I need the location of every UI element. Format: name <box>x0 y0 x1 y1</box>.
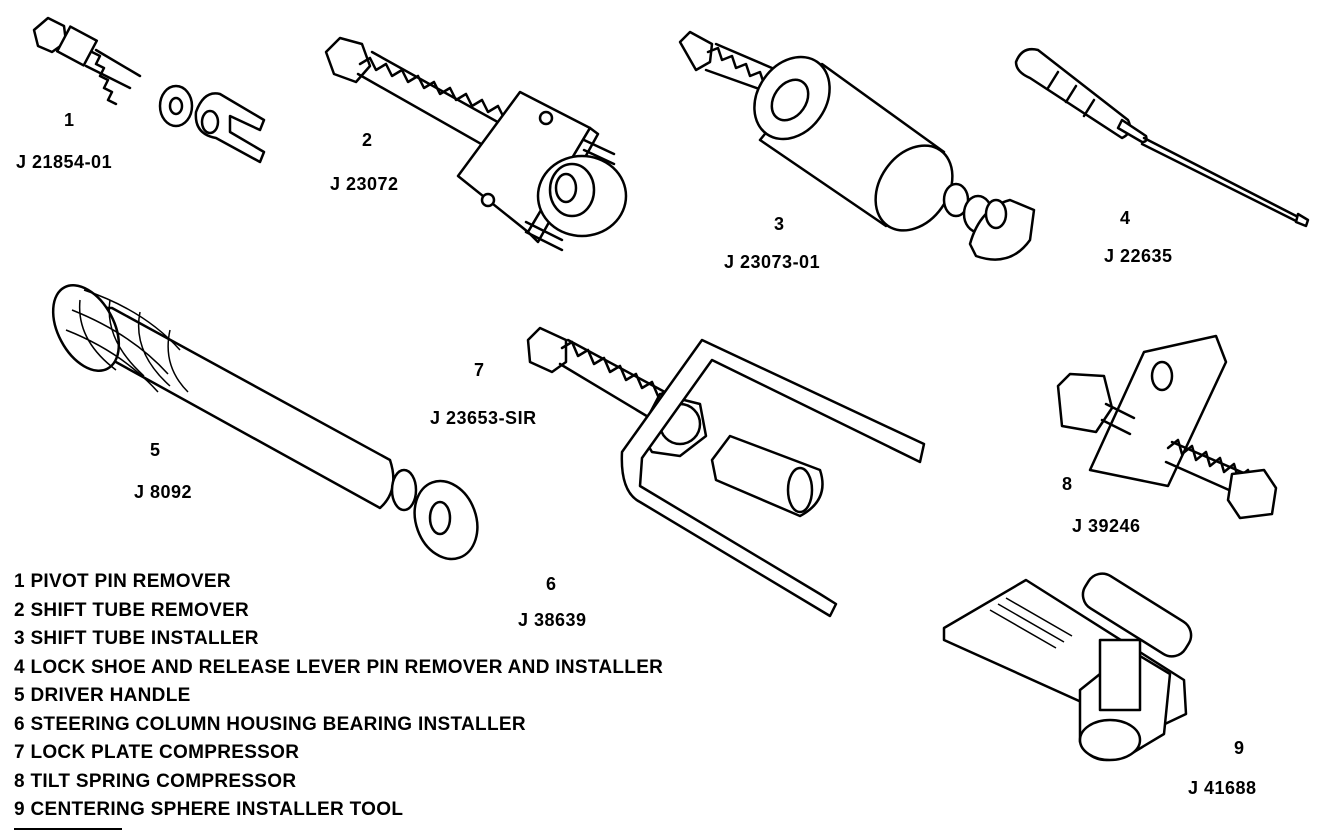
tool-3-illustration <box>678 30 1036 261</box>
tool-6-part-number: J 38639 <box>518 610 587 630</box>
tool-5-number: 5 <box>150 440 161 460</box>
legend-item: 7 LOCK PLATE COMPRESSOR <box>14 742 300 763</box>
tool-8-part-number: J 39246 <box>1072 516 1141 536</box>
tool-8-illustration <box>1056 334 1278 520</box>
tool-2-illustration <box>324 36 628 252</box>
tool-5-illustration <box>51 284 479 561</box>
legend-item: 8 TILT SPRING COMPRESSOR <box>14 770 297 792</box>
tool-9-illustration <box>942 572 1193 762</box>
tool-9-part-number: J 41688 <box>1188 778 1257 798</box>
tool-1-number: 1 <box>64 110 75 130</box>
tool-6-number: 6 <box>546 574 557 594</box>
tool-5-part-number: J 8092 <box>134 482 193 502</box>
legend-item: 1 PIVOT PIN REMOVER <box>14 571 231 592</box>
footer-rule <box>14 828 122 830</box>
tool-7-part-number: J 23653-SIR <box>430 408 537 428</box>
tool-4-number: 4 <box>1120 208 1131 228</box>
tool-7-number: 7 <box>474 360 485 380</box>
legend-item: 2 SHIFT TUBE REMOVER <box>14 599 250 621</box>
legend-item: 3 SHIFT TUBE INSTALLER <box>14 628 259 649</box>
tool-9-number: 9 <box>1234 738 1245 758</box>
tool-4-part-number: J 22635 <box>1104 246 1173 266</box>
tool-8-number: 8 <box>1062 474 1073 494</box>
tool-4-illustration <box>1014 48 1310 228</box>
tool-2-number: 2 <box>362 130 373 150</box>
legend-item: 5 DRIVER HANDLE <box>14 685 191 706</box>
tool-6-7-illustration <box>526 326 926 618</box>
tool-3-number: 3 <box>774 214 785 234</box>
tool-1-part-number: J 21854-01 <box>16 152 113 172</box>
tool-2-part-number: J 23072 <box>330 174 399 194</box>
tool-1-illustration <box>32 16 266 164</box>
legend-item: 6 STEERING COLUMN HOUSING BEARING INSTAL… <box>14 713 526 735</box>
tool-legend: 1 PIVOT PIN REMOVER 2 SHIFT TUBE REMOVER… <box>14 568 663 825</box>
legend-item: 4 LOCK SHOE AND RELEASE LEVER PIN REMOVE… <box>14 656 664 678</box>
legend-item: 9 CENTERING SPHERE INSTALLER TOOL <box>14 799 404 820</box>
tool-3-part-number: J 23073-01 <box>724 252 821 272</box>
